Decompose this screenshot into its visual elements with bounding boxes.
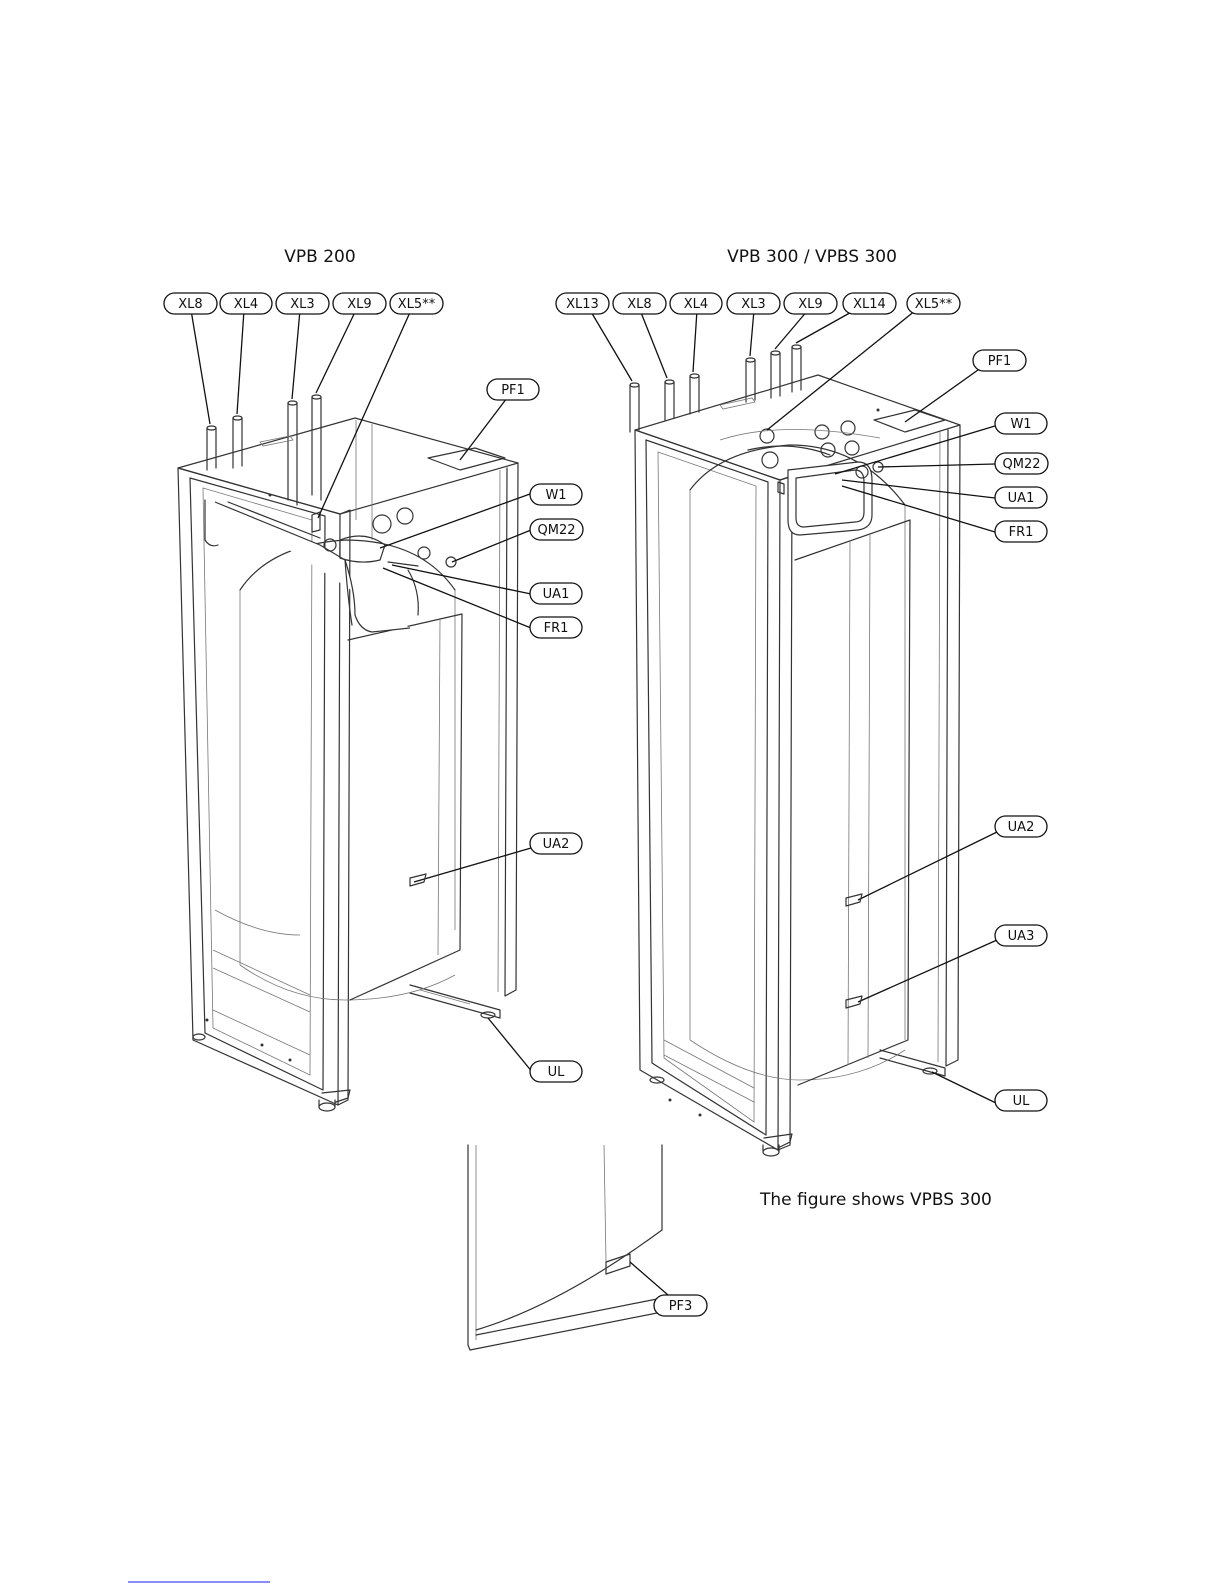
callout-right-xl14: XL14	[843, 293, 896, 314]
svg-text:XL3: XL3	[741, 297, 765, 312]
callout-right-ua3: UA3	[995, 925, 1047, 946]
svg-text:FR1: FR1	[1009, 525, 1034, 540]
svg-text:XL5**: XL5**	[398, 297, 436, 312]
svg-text:PF3: PF3	[669, 1299, 693, 1314]
svg-text:QM22: QM22	[538, 523, 576, 538]
svg-text:FR1: FR1	[544, 621, 569, 636]
callout-left-xl4: XL4	[220, 293, 272, 314]
callout-right-fr1: FR1	[995, 521, 1047, 542]
svg-text:UA1: UA1	[1008, 491, 1035, 506]
callout-left-ul: UL	[530, 1061, 582, 1082]
svg-text:XL14: XL14	[853, 297, 886, 312]
title-vpb200: VPB 200	[284, 247, 355, 267]
callout-right-xl9: XL9	[784, 293, 837, 314]
svg-text:XL4: XL4	[684, 297, 708, 312]
svg-text:PF1: PF1	[501, 383, 525, 398]
callout-left-fr1: FR1	[530, 617, 582, 638]
svg-text:XL9: XL9	[347, 297, 371, 312]
callout-right-pf1: PF1	[973, 350, 1026, 371]
callout-left-w1: W1	[530, 484, 582, 505]
svg-text:XL13: XL13	[566, 297, 599, 312]
svg-text:XL5**: XL5**	[915, 297, 953, 312]
callout-right-w1: W1	[995, 413, 1047, 434]
svg-text:UA1: UA1	[543, 587, 570, 602]
callout-right-ua1: UA1	[995, 487, 1047, 508]
callout-right-qm22: QM22	[995, 453, 1048, 474]
callout-right-xl4: XL4	[670, 293, 722, 314]
svg-text:XL8: XL8	[627, 297, 651, 312]
callout-right-xl3: XL3	[727, 293, 780, 314]
callout-left-ua2: UA2	[530, 833, 582, 854]
callout-left-pf1: PF1	[487, 379, 539, 400]
svg-text:QM22: QM22	[1003, 457, 1041, 472]
svg-text:XL8: XL8	[178, 297, 202, 312]
figure-caption: The figure shows VPBS 300	[759, 1190, 992, 1210]
svg-text:UL: UL	[548, 1065, 566, 1080]
svg-text:PF1: PF1	[988, 354, 1012, 369]
callout-left-xl5: XL5**	[390, 293, 443, 314]
svg-text:W1: W1	[1010, 417, 1031, 432]
svg-text:XL9: XL9	[798, 297, 822, 312]
callouts-left: XL8 XL4 XL3 XL9 XL5** PF1 W1 QM22	[164, 293, 583, 1082]
title-vpb300-vpbs300: VPB 300 / VPBS 300	[727, 247, 897, 267]
callout-left-xl8: XL8	[164, 293, 217, 314]
callout-right-xl8: XL8	[613, 293, 666, 314]
svg-text:UA2: UA2	[543, 837, 570, 852]
callout-right-ua2: UA2	[995, 816, 1047, 837]
svg-text:UA2: UA2	[1008, 820, 1035, 835]
callout-left-xl9: XL9	[333, 293, 386, 314]
svg-text:W1: W1	[545, 488, 566, 503]
svg-text:UL: UL	[1013, 1094, 1031, 1109]
callout-left-qm22: QM22	[530, 519, 583, 540]
callout-right-ul: UL	[995, 1090, 1047, 1111]
callout-bottom-pf3: PF3	[654, 1295, 707, 1316]
callout-left-ua1: UA1	[530, 583, 582, 604]
callout-right-xl13: XL13	[556, 293, 609, 314]
svg-text:XL4: XL4	[234, 297, 258, 312]
callout-left-xl3: XL3	[276, 293, 329, 314]
svg-text:XL3: XL3	[290, 297, 314, 312]
callout-right-xl5: XL5**	[907, 293, 960, 314]
bottom-detail-drawing: PF3	[468, 1145, 707, 1350]
unit-vpb200-drawing	[178, 395, 518, 1111]
svg-text:UA3: UA3	[1008, 929, 1035, 944]
